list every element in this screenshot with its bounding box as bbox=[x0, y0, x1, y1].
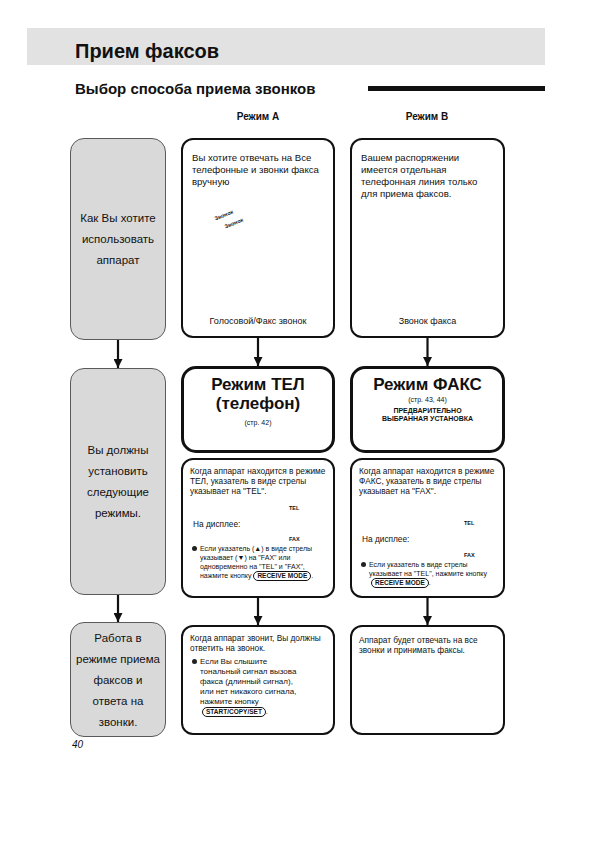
text-group: Голосовой/Факс звонок bbox=[183, 316, 333, 326]
flow-arrow bbox=[117, 340, 119, 368]
process-box: Когда аппарат находится в режиме ФАКС, у… bbox=[350, 458, 505, 598]
process-box: Вы хотите отвечать на Все телефонные и з… bbox=[181, 138, 335, 338]
step-box: Как Вы хотите использовать аппарат bbox=[70, 138, 166, 340]
button-label: RECEIVE MODE bbox=[371, 578, 429, 588]
node-text: Когда аппарат звонит, Вы должны ответить… bbox=[190, 633, 321, 653]
node-text: TEL bbox=[464, 520, 474, 526]
text-group: Как Вы хотите использовать аппарат bbox=[75, 208, 161, 271]
node-text: Вашем распоряжении имеется отдельная тел… bbox=[361, 152, 477, 199]
flow-arrow bbox=[117, 595, 119, 622]
text-label: Режим A bbox=[228, 111, 288, 122]
page-title: Прием факсов bbox=[75, 40, 219, 63]
node-text: Если Вы слышите тональный сигнал вызова … bbox=[200, 657, 296, 706]
process-box: Когда аппарат звонит, Вы должны ответить… bbox=[181, 625, 335, 735]
flow-arrow bbox=[257, 598, 259, 625]
node-text: (стр. 43, 44) bbox=[408, 396, 447, 403]
text-group: Работа в режиме приема факсов и ответа н… bbox=[75, 627, 161, 732]
node-text: . bbox=[266, 707, 268, 716]
text-group: Когда аппарат находится в режиме ФАКС, у… bbox=[359, 466, 497, 496]
node-text: Работа в режиме приема факсов и ответа н… bbox=[76, 631, 160, 727]
step-box: Вы должны установить следующие режимы. bbox=[70, 368, 166, 595]
node-text: . bbox=[429, 579, 431, 586]
page-number: 40 bbox=[72, 739, 83, 750]
text-group: Когда аппарат звонит, Вы должны ответить… bbox=[190, 633, 327, 653]
node-text: На дисплее: bbox=[193, 519, 240, 529]
text-group: TEL bbox=[289, 505, 299, 511]
process-box: Когда аппарат находится в режиме ТЕЛ, ук… bbox=[181, 458, 335, 598]
node-text: На дисплее: bbox=[362, 534, 409, 544]
node-text: Голосовой/Факс звонок bbox=[210, 316, 307, 326]
text-group: (стр. 42) bbox=[184, 419, 332, 426]
node-text: Аппарат будет отвечать на все звонки и п… bbox=[359, 635, 478, 655]
node-text: Как Вы хотите использовать аппарат bbox=[80, 212, 155, 266]
text-group: Звонок факса bbox=[352, 316, 503, 326]
node-text: Звонок факса bbox=[399, 316, 457, 326]
flow-arrow bbox=[426, 338, 428, 366]
node-text: . bbox=[311, 572, 313, 579]
title-band bbox=[27, 28, 545, 65]
text-group: TEL bbox=[464, 520, 474, 526]
text-group: На дисплее: bbox=[193, 519, 240, 529]
node-text: TEL bbox=[289, 505, 299, 511]
node-text: FAX bbox=[289, 536, 300, 542]
text-group: Аппарат будет отвечать на все звонки и п… bbox=[359, 635, 495, 655]
step-box: Работа в режиме приема факсов и ответа н… bbox=[70, 622, 166, 737]
mode-box: Режим ТЕЛ (телефон) (стр. 42) bbox=[181, 366, 335, 453]
mode-box: Режим ФАКС (стр. 43, 44) ПРЕДВАРИТЕЛЬНО ВЫ… bbox=[350, 366, 505, 453]
text-group: Режим ФАКС bbox=[353, 375, 502, 394]
text-group: Вы должны установить следующие режимы. bbox=[75, 440, 161, 524]
node-text: (стр. 42) bbox=[245, 419, 272, 426]
text-group: Когда аппарат находится в режиме ТЕЛ, ук… bbox=[190, 466, 327, 496]
heading-rule bbox=[368, 86, 545, 91]
node-text: ПРЕДВАРИТЕЛЬНО ВЫБРАННАЯ УСТАНОВКА bbox=[382, 407, 473, 422]
text-group: Режим ТЕЛ (телефон) bbox=[201, 375, 315, 413]
text-group: Вашем распоряжении имеется отдельная тел… bbox=[361, 152, 495, 200]
button-label: START/COPY/SET bbox=[202, 707, 266, 717]
text-group: На дисплее: bbox=[362, 534, 409, 544]
section-heading: Выбор способа приема звонков bbox=[75, 80, 315, 97]
text-group: FAX bbox=[464, 552, 475, 558]
text-label: Режим B bbox=[397, 111, 457, 122]
node-text: Если указатель в виде стрелы указывает н… bbox=[369, 561, 487, 577]
process-box: Аппарат будет отвечать на все звонки и п… bbox=[350, 625, 505, 735]
button-label: RECEIVE MODE bbox=[253, 571, 311, 581]
text-group: Если указатель (▲) в виде стрелы указыва… bbox=[191, 544, 327, 581]
text-group: (стр. 43, 44) bbox=[353, 396, 502, 403]
node-text: Когда аппарат находится в режиме ФАКС, у… bbox=[359, 466, 494, 496]
flow-arrow bbox=[426, 598, 428, 625]
node-text: Когда аппарат находится в режиме ТЕЛ, ук… bbox=[190, 466, 325, 496]
node-text: Вы хотите отвечать на Все телефонные и з… bbox=[192, 152, 319, 187]
process-box: Вашем распоряжении имеется отдельная тел… bbox=[350, 138, 505, 338]
text-group: Если указатель в виде стрелы указывает н… bbox=[360, 560, 497, 588]
node-text: FAX bbox=[464, 552, 475, 558]
node-text: Вы должны установить следующие режимы. bbox=[87, 444, 149, 519]
text-group: Если Вы слышите тональный сигнал вызова … bbox=[191, 657, 305, 717]
text-group: FAX bbox=[289, 536, 300, 542]
flow-arrow bbox=[257, 338, 259, 366]
node-text: Режим ФАКС bbox=[373, 375, 482, 394]
text-group: Вы хотите отвечать на Все телефонные и з… bbox=[192, 152, 325, 188]
node-text: Режим ТЕЛ (телефон) bbox=[211, 375, 305, 413]
text-group: ПРЕДВАРИТЕЛЬНО ВЫБРАННАЯ УСТАНОВКА bbox=[375, 407, 480, 423]
